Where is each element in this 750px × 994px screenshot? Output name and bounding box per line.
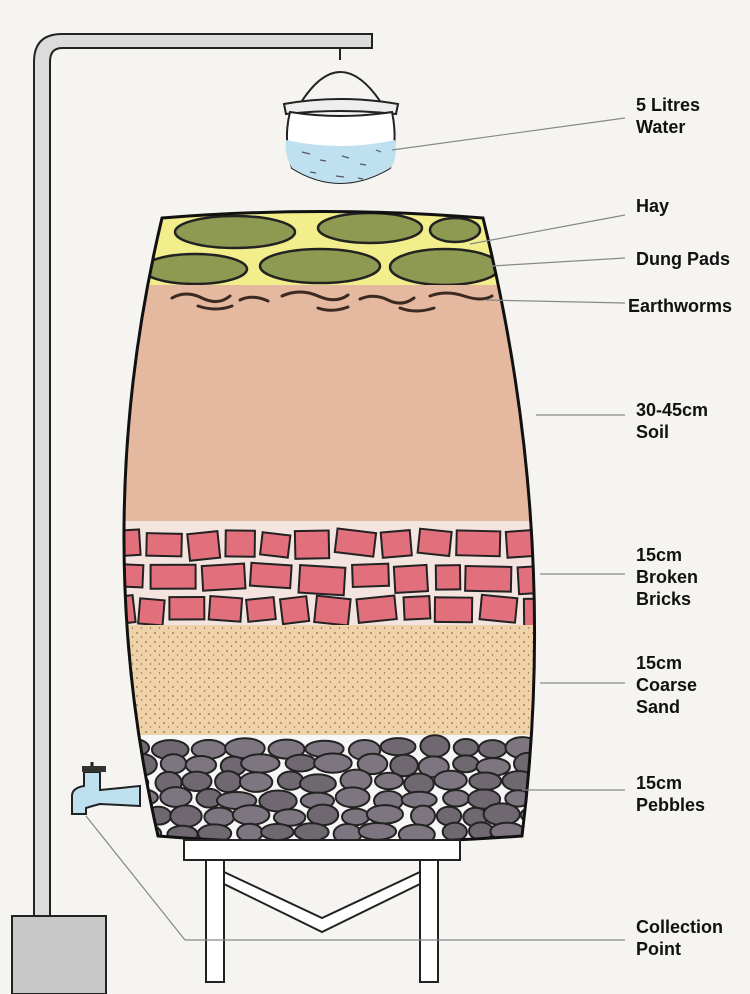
pebble: [454, 739, 479, 756]
barrel-stand: [184, 840, 460, 982]
sand-grains: [80, 625, 580, 735]
pebble: [479, 740, 507, 758]
brick-piece: [549, 565, 577, 592]
pipe-base: [12, 916, 106, 994]
label-earthworms: Earthworms: [628, 295, 732, 317]
pebble: [215, 771, 241, 792]
brick-piece: [356, 595, 396, 622]
label-dung-pads: Dung Pads: [636, 248, 730, 270]
pebble: [443, 790, 469, 806]
broken-bricks: [104, 528, 578, 626]
pebble: [420, 735, 449, 757]
brick-piece: [169, 597, 204, 619]
pebble: [204, 808, 234, 827]
pebble: [308, 805, 339, 826]
brick-piece: [250, 563, 292, 588]
pebble: [170, 805, 201, 826]
pebble: [240, 772, 272, 792]
pebble: [367, 805, 403, 823]
pebble: [146, 807, 172, 825]
brick-piece: [404, 596, 431, 620]
pebble: [411, 806, 435, 826]
label-pebbles: 15cmPebbles: [636, 772, 705, 816]
pebble: [381, 738, 416, 755]
brick-piece: [335, 528, 376, 556]
brick-piece: [146, 533, 182, 556]
pebble: [342, 809, 369, 826]
label-water: 5 LitresWater: [636, 94, 700, 138]
pebble: [278, 772, 303, 790]
label-collection-point: CollectionPoint: [636, 916, 723, 960]
label-sand: 15cmCoarseSand: [636, 652, 697, 718]
water-pot: [284, 72, 398, 183]
pebble: [336, 787, 370, 807]
pebble: [314, 754, 352, 773]
brick-piece: [518, 566, 546, 594]
tap-icon: [72, 762, 140, 814]
pebble: [161, 754, 186, 773]
label-bricks: 15cmBrokenBricks: [636, 544, 698, 610]
pebble: [261, 824, 293, 840]
brick-piece: [104, 529, 140, 557]
pebble: [160, 787, 191, 807]
brick-piece: [418, 529, 452, 556]
brick-piece: [260, 532, 290, 557]
label-hay: Hay: [636, 195, 669, 217]
pebble: [375, 773, 403, 789]
pebble: [453, 755, 478, 772]
pebble: [286, 755, 316, 772]
pebble: [359, 823, 396, 840]
brick-piece: [151, 565, 196, 589]
pebble: [484, 803, 520, 825]
brick-piece: [352, 564, 389, 587]
brick-piece: [209, 596, 242, 622]
brick-piece: [225, 530, 255, 556]
brick-piece: [280, 596, 309, 624]
pebble: [443, 823, 467, 841]
brick-piece: [456, 530, 500, 556]
label-soil: 30-45cmSoil: [636, 399, 708, 443]
brick-piece: [202, 564, 246, 591]
pebble: [241, 754, 279, 772]
brick-piece: [480, 595, 518, 623]
pebble: [469, 773, 501, 790]
brick-piece: [435, 597, 472, 622]
pebble: [117, 807, 143, 824]
brick-piece: [246, 597, 276, 622]
brick-piece: [506, 529, 548, 558]
pebble: [233, 805, 270, 825]
brick-piece: [295, 530, 329, 558]
brick-piece: [187, 531, 220, 561]
pebble: [300, 774, 336, 793]
brick-piece: [138, 598, 165, 625]
barrel-layers: [80, 200, 580, 855]
brick-piece: [314, 596, 350, 626]
brick-piece: [116, 564, 143, 587]
brick-piece: [524, 599, 559, 627]
pebble: [502, 771, 535, 791]
brick-piece: [465, 566, 511, 592]
pebble: [434, 771, 467, 790]
brick-piece: [381, 530, 412, 558]
brick-piece: [394, 565, 428, 593]
brick-piece: [436, 565, 461, 590]
brick-piece: [298, 565, 345, 595]
brick-piece: [104, 595, 136, 625]
pebble: [295, 823, 329, 840]
